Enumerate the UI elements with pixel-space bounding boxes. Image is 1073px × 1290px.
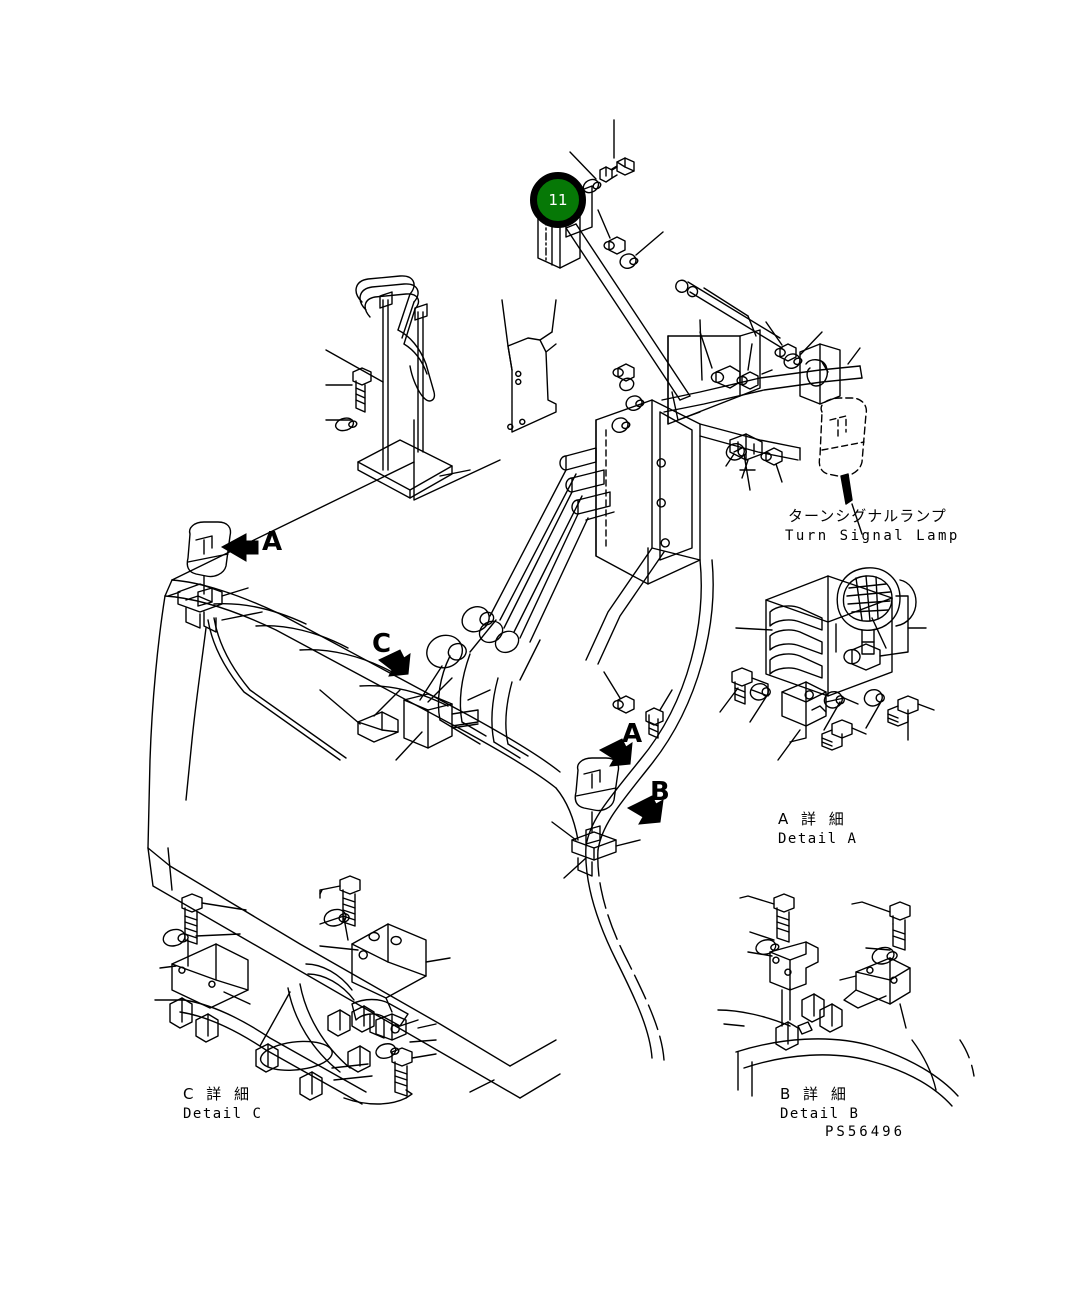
center-hardware-group: [611, 331, 773, 433]
section-letter-c: C: [372, 629, 392, 659]
detail-b-caption-en: Detail B: [780, 1106, 860, 1122]
detail-c-group: [154, 875, 451, 1105]
blade-harness-group: [185, 617, 491, 801]
construction-lines: [439, 299, 557, 1093]
detail-a-caption: A 詳 細 Detail A: [778, 808, 857, 847]
detail-b-caption-jp: B 詳 細: [780, 1085, 850, 1103]
detail-c-caption: C 詳 細 Detail C: [183, 1083, 262, 1122]
detail-c-caption-jp: C 詳 細: [183, 1085, 254, 1103]
harness-loop-stand-group: [171, 275, 501, 581]
chassis-link-arms: [426, 619, 541, 759]
detail-a-caption-jp: A 詳 細: [778, 810, 848, 828]
left-blade-lamp-group: [167, 521, 263, 633]
detail-a-caption-en: Detail A: [778, 831, 858, 847]
section-letter-a-lower: A: [622, 719, 643, 749]
turn-signal-lamp-phantom: [818, 397, 868, 478]
arrow-glyph-b: [626, 795, 664, 825]
arrow-glyph-a-left: [220, 533, 259, 562]
turn-signal-lamp-leader: [840, 473, 853, 505]
part-marker-11[interactable]: 11: [530, 172, 586, 228]
section-letter-a-left: A: [262, 527, 283, 557]
center-mount-plate-group: [507, 331, 557, 433]
part-marker-11-label: 11: [548, 191, 568, 209]
arrow-glyph-a-lower: [598, 738, 633, 767]
turn-signal-lamp-label-en: Turn Signal Lamp: [785, 528, 960, 544]
top-fasteners-group: [569, 119, 664, 269]
arrow-glyph-c: [378, 649, 411, 677]
main-chassis-assembly: [461, 329, 863, 1061]
lower-center-right-fasteners: [603, 433, 763, 739]
right-blade-lamp-group: [551, 757, 641, 879]
detail-b-caption: B 詳 細 Detail B: [780, 1083, 859, 1122]
turn-signal-lamp-label-jp: ターンシグナルランプ: [788, 507, 947, 525]
section-letter-b: B: [650, 777, 670, 807]
drawing-number: PS56496: [825, 1124, 906, 1140]
dozer-blade-group: [147, 579, 579, 1099]
detail-a-group: [719, 567, 935, 761]
detail-c-caption-en: Detail C: [183, 1106, 263, 1122]
detail-b-group: [717, 893, 975, 1107]
